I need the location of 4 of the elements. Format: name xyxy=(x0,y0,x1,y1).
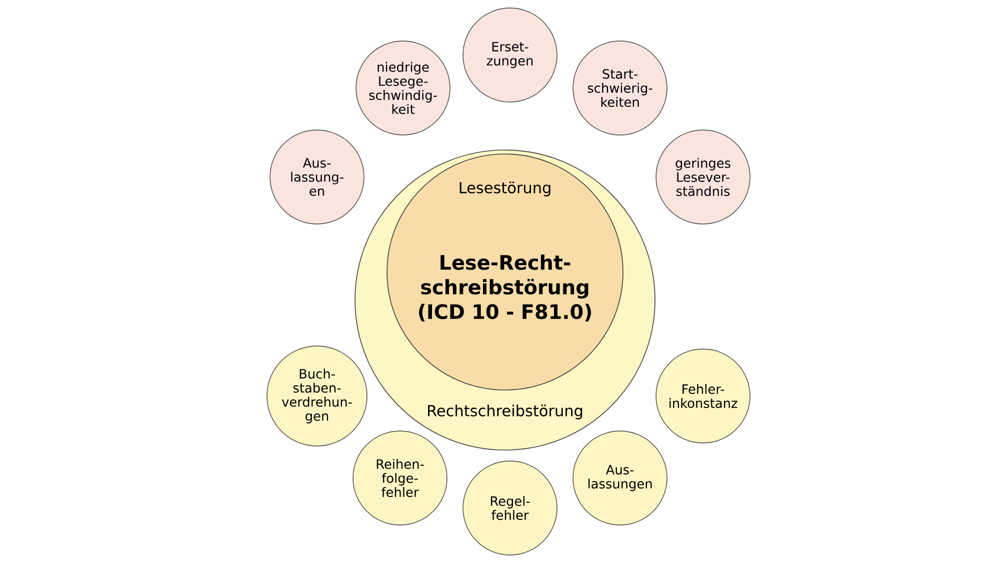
circle-heading: Lesestörung xyxy=(460,182,550,196)
circle xyxy=(386,154,624,390)
circle-heading: Rechtschreibstörung xyxy=(428,404,582,420)
center-title: Lese-Recht- schreibstörung (ICD 10 - F81.0) xyxy=(419,254,591,322)
